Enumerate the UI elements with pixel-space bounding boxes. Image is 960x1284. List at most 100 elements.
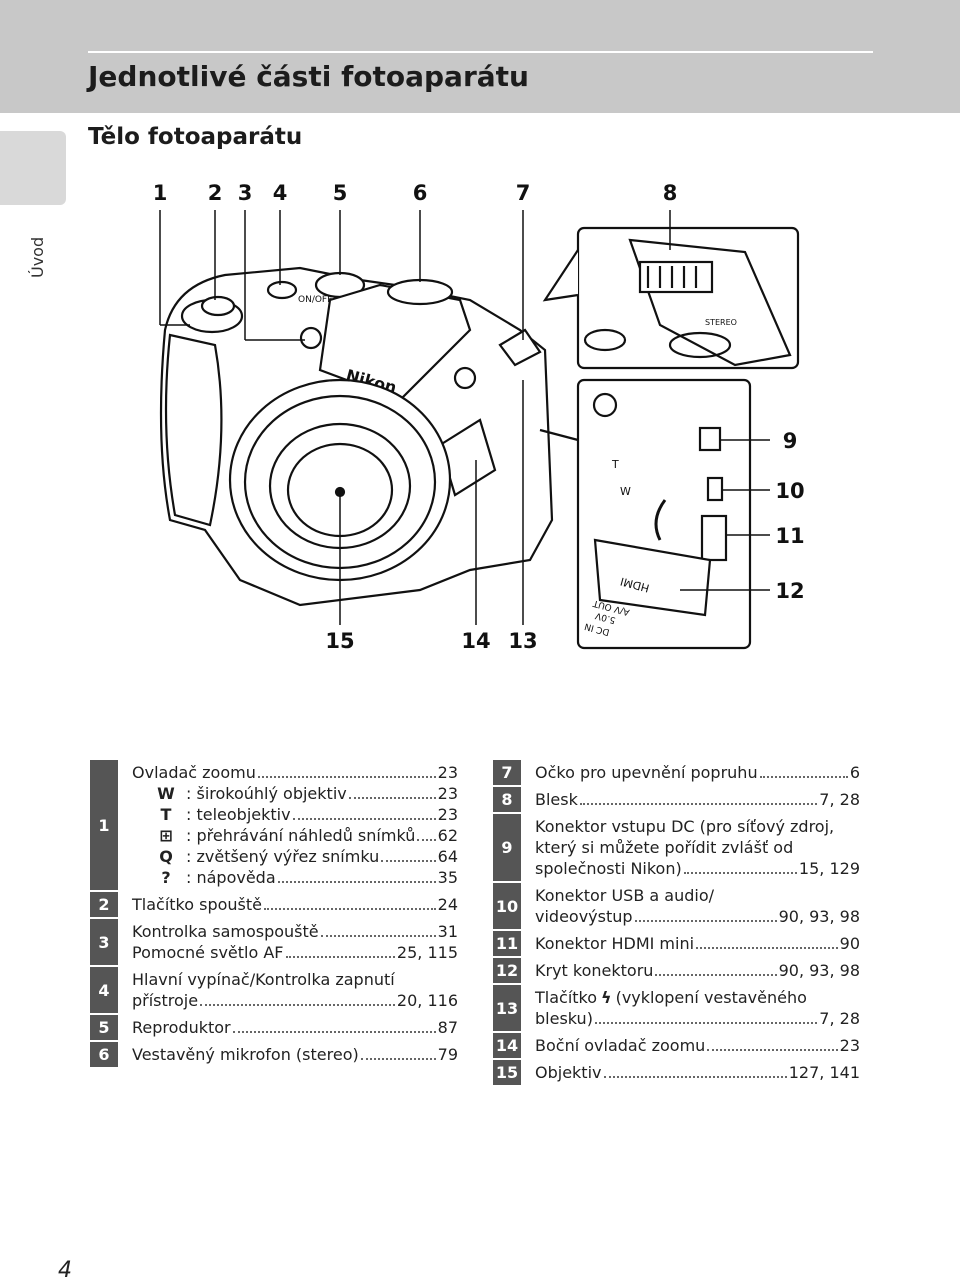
legend-label: Konektor HDMI mini (535, 934, 695, 953)
leader-dots (360, 1058, 436, 1060)
legend-number: 1 (90, 760, 118, 890)
zoom-w-label: W (620, 485, 631, 498)
flash-icon: ϟ (601, 988, 612, 1007)
legend-label: Pomocné světlo AF (132, 943, 284, 962)
legend-label: společnosti Nikon) (535, 859, 682, 878)
legend-number: 4 (90, 967, 118, 1013)
leader-dots (263, 908, 436, 910)
legend-number: 5 (90, 1015, 118, 1040)
leader-dots (579, 803, 818, 805)
power-switch-shape (266, 280, 298, 300)
strap-eyelet-shape (498, 328, 542, 367)
self-timer-lamp-shape (299, 326, 323, 350)
legend-row: 11 Konektor HDMI mini 90 (493, 931, 860, 958)
legend-label: Reproduktor (132, 1018, 231, 1037)
camera-grip (164, 333, 223, 527)
legend-symbol-icon: T (160, 805, 172, 824)
legend-number: 6 (90, 1042, 118, 1067)
side-tab (0, 131, 66, 205)
page-ref: 87 (437, 1018, 458, 1037)
legend-line: Vestavěný mikrofon (stereo)79 (132, 1044, 458, 1065)
legend-label: : zvětšený výřez snímku (186, 847, 380, 866)
legend-symbol-icon: ? (161, 868, 171, 887)
power-label: ON/OFF (298, 295, 332, 305)
legend-line: ? : nápověda 35 (132, 867, 458, 888)
callout-8: 8 (663, 181, 678, 205)
stereo-label: STEREO (705, 318, 737, 327)
legend-number: 10 (493, 883, 521, 929)
legend-number: 11 (493, 931, 521, 956)
legend-label: Tlačítko spouště (132, 895, 262, 914)
callout-10: 10 (775, 479, 804, 503)
page-ref: 90, 93, 98 (778, 907, 860, 926)
page-ref: 79 (437, 1045, 458, 1064)
legend-label: Boční ovladač zoomu (535, 1036, 706, 1055)
page-ref: 6 (849, 763, 860, 782)
section-title: Tělo fotoaparátu (88, 124, 303, 150)
header-band (0, 0, 960, 113)
page-ref: 15, 129 (798, 859, 860, 878)
page-ref: 64 (437, 847, 458, 866)
callout-12: 12 (775, 579, 804, 603)
legend-label: Kryt konektoru (535, 961, 654, 980)
legend-text: Konektor vstupu DC (pro síťový zdroj,kte… (521, 814, 860, 881)
legend-label: Hlavní vypínač/Kontrolka zapnutí (132, 970, 395, 989)
legend-number: 7 (493, 760, 521, 785)
page-ref: 23 (839, 1036, 860, 1055)
legend-row: 4 Hlavní vypínač/Kontrolka zapnutí přístro… (90, 967, 458, 1015)
leader-dots (381, 860, 436, 862)
leader-dots (655, 974, 777, 976)
legend-label: blesku) (535, 1009, 593, 1028)
legend-label: Ovladač zoomu (132, 763, 256, 782)
leader-dots (594, 1022, 818, 1024)
camera-figure: ON/OFF Nikon STEREO HDMI A/V (153, 181, 805, 653)
callout-11: 11 (775, 524, 804, 548)
page-ref: 7, 28 (819, 790, 860, 809)
leader-dots (603, 1076, 787, 1078)
legend-label: : přehrávání náhledů snímků (186, 826, 416, 845)
legend-label: Konektor USB a audio/ (535, 886, 715, 905)
leader-dots (707, 1049, 838, 1051)
legend-text: Konektor HDMI mini 90 (521, 931, 860, 956)
legend-label: přístroje (132, 991, 199, 1010)
legend-label: : nápověda (186, 868, 276, 887)
leader-dots (257, 776, 436, 778)
legend-label: (vyklopení vestavěného (615, 988, 807, 1007)
legend-label: Konektor vstupu DC (pro síťový zdroj, (535, 817, 835, 836)
page-ref: 127, 141 (788, 1063, 860, 1082)
callout-2: 2 (208, 181, 223, 205)
leader-dots (292, 818, 436, 820)
page-title: Jednotlivé části fotoaparátu (88, 60, 529, 93)
page-ref: 23 (437, 784, 458, 803)
legend-line: Blesk 7, 28 (535, 789, 860, 810)
legend-text: Hlavní vypínač/Kontrolka zapnutí přístroj… (118, 967, 458, 1013)
leader-dots (285, 956, 395, 958)
legend-label: Blesk (535, 790, 578, 809)
leader-dots (634, 920, 777, 922)
header-rule (88, 51, 873, 53)
leader-dots (348, 797, 436, 799)
legend-line: Boční ovladač zoomu 23 (535, 1035, 860, 1056)
page-ref: 35 (437, 868, 458, 887)
callout-13: 13 (508, 629, 537, 653)
page-ref: 90 (839, 934, 860, 953)
